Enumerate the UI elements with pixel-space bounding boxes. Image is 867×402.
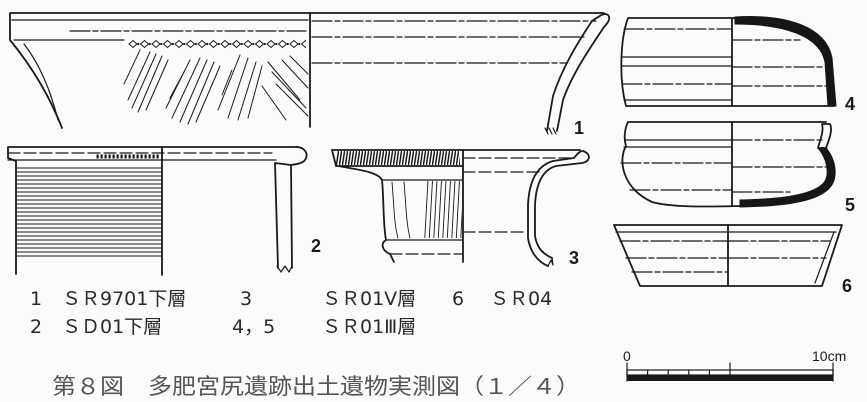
vessel-1-rotation-lines (69, 20, 597, 64)
scale-min-label: 0 (623, 348, 631, 364)
vessel-1-bead-decoration (128, 39, 306, 49)
legend-row1-num-2: 3 (240, 288, 252, 310)
vessel-5-number: 5 (845, 195, 855, 215)
legend-row1-num-1: 1 (30, 288, 42, 310)
legend-row1-num-3: 6 (452, 288, 464, 310)
vessel-3-drawing: 3 (331, 149, 590, 268)
vessel-3-number: 3 (569, 248, 579, 268)
vessel-4-rotation-lines (621, 28, 827, 87)
vessel-1-drawing: 1 (9, 12, 611, 138)
legend-row1-context-3: ＳＲ04 (490, 288, 552, 310)
vessel-5-section-profile (739, 147, 836, 208)
vessel-3-brush-marks (424, 181, 462, 238)
legend-row1-context-1: ＳＲ9701下層 (62, 288, 186, 310)
vessel-2-wheel-marks (15, 167, 163, 257)
scale-bar-ticks (626, 362, 834, 382)
vessel-3-rim-hatching (336, 151, 460, 165)
vessel-6-section-profile (814, 231, 835, 284)
vessel-2-number: 2 (311, 236, 321, 256)
vessel-6-drawing: 6 (613, 224, 852, 296)
vessel-3-section-profile (527, 150, 590, 267)
legend-row1-context-2: ＳＲ01Ⅴ層 (322, 288, 416, 310)
legend-row2-context-2: ＳＲ01Ⅲ層 (322, 316, 416, 338)
vessel-1-section-profile (546, 13, 611, 132)
vessel-2-outer-contour (7, 146, 299, 275)
vessel-5-body-lines (623, 139, 733, 148)
vessel-1-number: 1 (574, 118, 584, 138)
vessel-3-rotation-lines (389, 157, 573, 255)
vessel-1-brush-marks (123, 49, 309, 125)
vessel-5-drawing: 5 (620, 121, 855, 215)
vessel-1-outer-contour (9, 12, 605, 129)
vessel-2-section-profile (274, 146, 308, 269)
vessel-2-drawing: 2 (7, 146, 321, 276)
vessel-1-break-line (544, 127, 557, 135)
legend-row2-context-1: ＳＤ01下層 (62, 316, 162, 338)
vessel-3-outer-contour (331, 149, 581, 263)
vessel-3-body-lines (381, 179, 464, 241)
vessel-5-rotation-lines (620, 139, 827, 193)
vessel-4-section-profile (734, 16, 837, 107)
vessel-4-drawing: 4 (620, 16, 855, 114)
vessel-6-rotation-lines (619, 240, 831, 273)
vessel-4-outer-contour (620, 17, 835, 107)
vessel-4-body-lines (621, 56, 733, 101)
provenance-legend: 1 ＳＲ9701下層 3 ＳＲ01Ⅴ層 6 ＳＲ04 2 ＳＤ01下層 4，5 … (30, 288, 552, 338)
vessel-5-rim-profile (817, 123, 832, 149)
vessel-2-roulette-decoration (96, 154, 160, 159)
vessel-3-break-line (547, 257, 554, 267)
scale-max-label: 10cm (812, 348, 846, 364)
scale-bar: 0 10cm (623, 348, 846, 382)
legend-row2-num-2: 4，5 (232, 316, 275, 338)
vessel-1-rim-lines (11, 19, 309, 41)
figure-caption: 第８図 多肥宮尻遺跡出土遺物実測図（１／４） (52, 375, 580, 400)
vessel-2-break-line (276, 265, 293, 273)
vessel-4-number: 4 (845, 94, 855, 114)
vessel-6-number: 6 (842, 276, 852, 296)
legend-row2-num-1: 2 (30, 316, 42, 338)
vessel-5-outer-contour (621, 121, 827, 208)
vessel-3-neck-contour (391, 181, 411, 239)
vessel-1-neck-contour (23, 43, 59, 121)
scale-bar-lower (627, 375, 833, 381)
vessel-6-outer-contour (613, 224, 843, 287)
